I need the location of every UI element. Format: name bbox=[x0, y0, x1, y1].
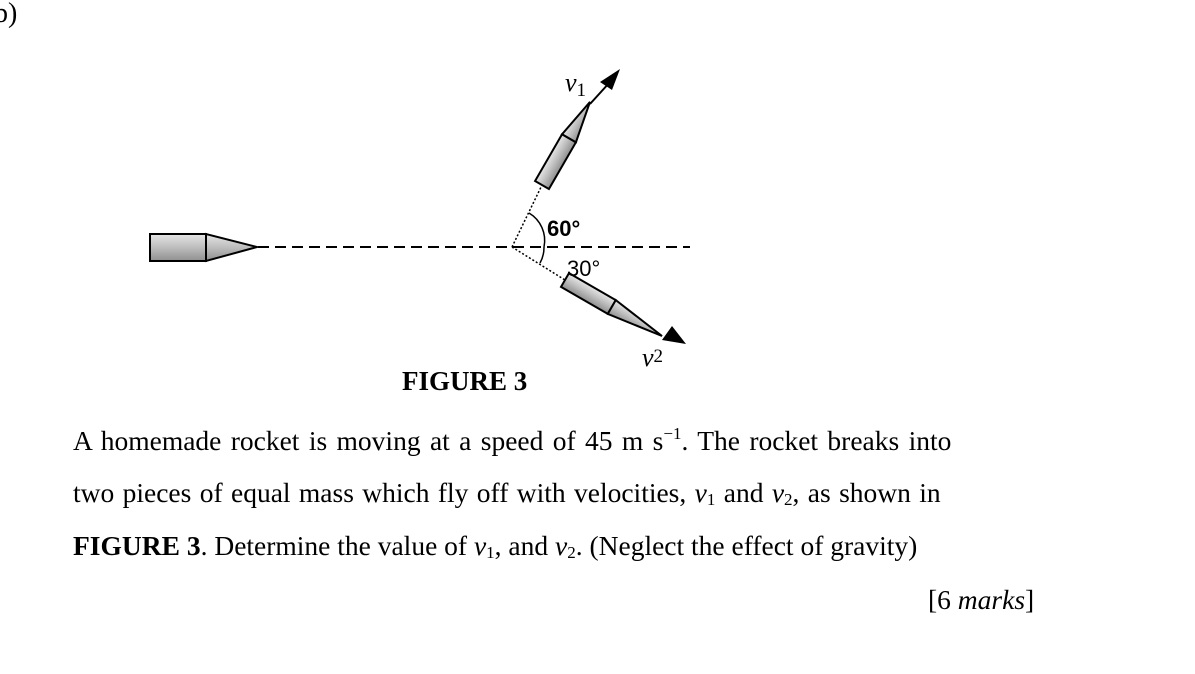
angle-arc-60 bbox=[528, 212, 546, 248]
rocket-fragment-1 bbox=[533, 101, 591, 191]
angle-label-30: 30° bbox=[567, 256, 600, 281]
v2-arrowhead bbox=[662, 326, 686, 344]
rocket-fragment-2 bbox=[559, 271, 663, 337]
part-label: b) bbox=[0, 0, 18, 29]
angle-label-60: 60° bbox=[547, 216, 580, 241]
figure-caption: FIGURE 3 bbox=[402, 366, 528, 396]
question-line-1: A homemade rocket is moving at a speed o… bbox=[73, 424, 952, 456]
angle-arc-30 bbox=[539, 246, 545, 264]
marks-allocation: [6 marks] bbox=[928, 584, 1035, 615]
v2-direction-line bbox=[511, 246, 566, 281]
v1-arrowhead bbox=[600, 69, 620, 90]
initial-rocket bbox=[149, 232, 261, 263]
question-line-3: FIGURE 3. Determine the value of v1, and… bbox=[73, 530, 918, 562]
v1-direction-line bbox=[511, 184, 543, 248]
v2-label: v2 bbox=[642, 343, 663, 372]
question-line-2: two pieces of equal mass which fly off w… bbox=[73, 477, 941, 509]
v1-label: v1 bbox=[565, 68, 586, 101]
